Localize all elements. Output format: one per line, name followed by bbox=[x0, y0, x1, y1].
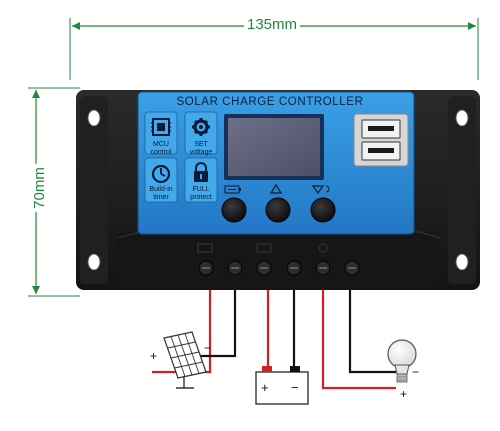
terminal-screw[interactable] bbox=[315, 260, 331, 276]
menu-button[interactable] bbox=[221, 197, 247, 223]
panel-title: SOLAR CHARGE CONTROLLER bbox=[176, 96, 364, 108]
mount-hole-top-right bbox=[455, 109, 469, 127]
mount-hole-top-left bbox=[87, 109, 101, 127]
build-in-timer-label: Build-in timer bbox=[149, 186, 173, 201]
solar-plus-label: + bbox=[150, 349, 157, 363]
usb-ports bbox=[353, 113, 409, 167]
down-button[interactable] bbox=[310, 197, 336, 223]
terminal-screw[interactable] bbox=[198, 260, 214, 276]
control-buttons bbox=[221, 197, 336, 223]
function-tiles bbox=[144, 111, 218, 203]
width-dimension-label: 135mm bbox=[244, 17, 301, 33]
terminal-screw[interactable] bbox=[256, 260, 272, 276]
solar-minus-label: − bbox=[204, 341, 211, 355]
mcu-control-label: MCU control bbox=[150, 141, 172, 156]
down-arrow-icon bbox=[311, 185, 330, 195]
battery-icon bbox=[255, 366, 309, 405]
light-bulb-icon bbox=[387, 339, 417, 383]
up-button[interactable] bbox=[265, 197, 291, 223]
mount-hole-bottom-left bbox=[87, 253, 101, 271]
mcu-chip-icon bbox=[151, 118, 171, 136]
gear-icon bbox=[192, 118, 210, 136]
solar-panel-icon bbox=[163, 331, 207, 389]
set-voltage-label: SET voltage bbox=[189, 141, 213, 156]
terminal-screw[interactable] bbox=[286, 260, 302, 276]
lcd-display bbox=[224, 114, 324, 180]
battery-plus-label: + bbox=[261, 380, 269, 395]
button-symbols bbox=[224, 183, 330, 195]
battery-minus-label: − bbox=[291, 380, 299, 395]
load-plus-label: + bbox=[400, 387, 407, 401]
mount-hole-bottom-right bbox=[455, 253, 469, 271]
load-minus-label: − bbox=[412, 365, 419, 379]
wiring bbox=[152, 290, 396, 390]
terminal-screw[interactable] bbox=[344, 260, 360, 276]
up-arrow-icon bbox=[269, 183, 283, 194]
lock-icon bbox=[194, 162, 208, 182]
height-dimension-label: 70mm bbox=[31, 164, 48, 212]
full-protect-label: FULL protect bbox=[190, 186, 212, 201]
terminal-screw[interactable] bbox=[227, 260, 243, 276]
clock-icon bbox=[151, 164, 171, 184]
terminal-screws bbox=[197, 243, 360, 276]
battery-symbol-icon bbox=[224, 185, 241, 194]
